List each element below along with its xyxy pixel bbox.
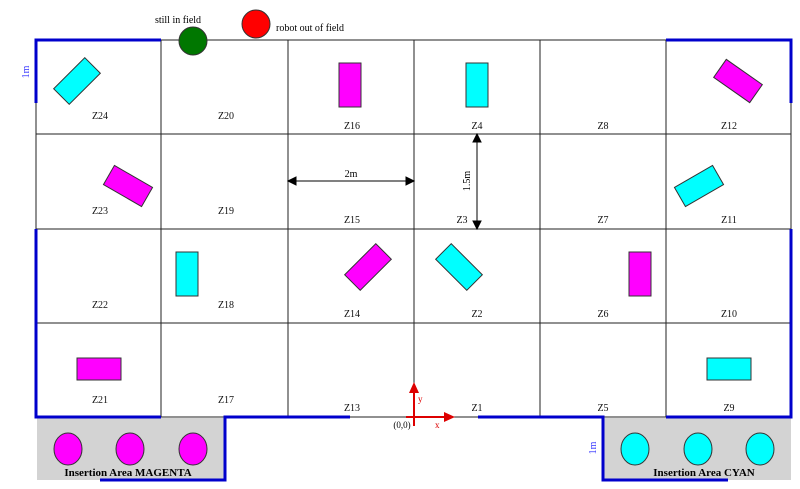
field-walls-part	[100, 415, 350, 482]
legend-robot-out: robot out of field	[276, 23, 344, 34]
insertion-area-magenta-label: Insertion Area MAGENTA	[64, 467, 191, 479]
y-axis-label: y	[418, 394, 423, 404]
zone-labels-part: Z4	[471, 121, 482, 132]
field-elements	[52, 56, 764, 381]
field-walls-part	[666, 229, 793, 419]
cyan-element	[434, 242, 484, 292]
zone-labels-part: Z8	[597, 121, 608, 132]
magenta-element	[628, 251, 652, 297]
zone-labels-part: Z22	[92, 300, 108, 311]
magenta-robots	[53, 432, 208, 466]
zone-labels-part: Z19	[218, 206, 234, 217]
green-robot-marker	[178, 26, 208, 56]
zone-labels-part: Z11	[721, 215, 737, 226]
origin-axes-part	[409, 382, 419, 393]
dimension-height-part	[472, 220, 482, 231]
zone-labels-part: Z12	[721, 121, 737, 132]
zone-labels-part: Z21	[92, 395, 108, 406]
height-label: 1.5m	[462, 171, 473, 192]
zone-labels-part: Z5	[597, 403, 608, 414]
cyan-robots-part	[745, 432, 775, 466]
red-robot-marker	[241, 9, 271, 39]
magenta-element	[338, 62, 362, 108]
field-walls-part	[478, 415, 728, 482]
cyan-element	[52, 56, 102, 106]
zone-labels-part: Z15	[344, 215, 360, 226]
cyan-robots	[620, 432, 775, 466]
zone-labels-part: Z10	[721, 309, 737, 320]
cyan-element	[706, 357, 752, 381]
x-axis-label: x	[435, 420, 440, 430]
magenta-robots-part	[53, 432, 83, 466]
cyan-element	[465, 62, 489, 108]
zone-labels: Z24 Z20 Z16 Z4 Z8 Z12 Z23 Z19 Z15 Z3 Z7 …	[92, 111, 737, 414]
dimension-height	[472, 132, 482, 231]
zone-labels-part: Z16	[344, 121, 360, 132]
cyan-robots-part	[620, 432, 650, 466]
zone-labels-part: Z20	[218, 111, 234, 122]
wall-length-label: 1m	[21, 65, 32, 78]
dimension-height-part	[472, 132, 482, 143]
magenta-element	[343, 242, 393, 292]
field-walls	[34, 38, 793, 482]
dimension-width-part	[405, 176, 416, 186]
zone-labels-part: Z13	[344, 403, 360, 414]
zone-labels-part: Z18	[218, 300, 234, 311]
field-walls-part	[34, 229, 161, 419]
magenta-robots-part	[178, 432, 208, 466]
insertion-area-cyan-label: Insertion Area CYAN	[653, 467, 755, 479]
magenta-element	[76, 357, 122, 381]
zone-labels-part: Z7	[597, 215, 608, 226]
zone-labels-part: Z14	[344, 309, 360, 320]
cyan-robots-part	[683, 432, 713, 466]
zone-labels-part: Z3	[456, 215, 467, 226]
origin-axes-part	[444, 412, 455, 422]
dimension-width	[286, 176, 416, 186]
field-walls-part	[34, 38, 161, 103]
field-walls-part	[666, 38, 793, 103]
zone-labels-part: Z23	[92, 206, 108, 217]
zone-labels-part: Z9	[723, 403, 734, 414]
magenta-robots-part	[115, 432, 145, 466]
magenta-element	[102, 164, 154, 208]
zone-grid	[35, 39, 792, 418]
cyan-element	[175, 251, 199, 297]
wall-length-label-cyan: 1m	[588, 441, 599, 454]
zone-labels-part: Z1	[471, 403, 482, 414]
zone-labels-part: Z24	[92, 111, 108, 122]
dimension-width-part	[286, 176, 297, 186]
origin-label: (0,0)	[393, 420, 410, 430]
magenta-element	[712, 58, 764, 104]
cyan-element	[673, 164, 725, 208]
zone-labels-part: Z6	[597, 309, 608, 320]
origin-axes	[406, 382, 455, 426]
zone-labels-part: Z17	[218, 395, 234, 406]
legend-still-in-field: still in field	[155, 15, 201, 26]
zone-labels-part: Z2	[471, 309, 482, 320]
width-label: 2m	[345, 169, 358, 180]
